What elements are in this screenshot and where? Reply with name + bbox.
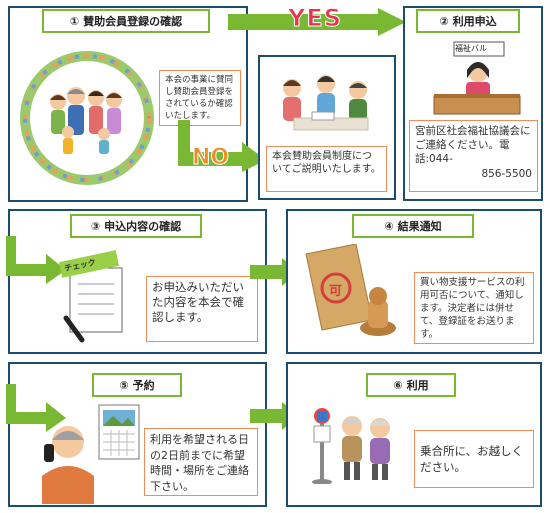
stamp-label: 可 xyxy=(329,284,343,299)
step4-note: 買い物支援サービスの利用可否について、通知します。決定者には併せて、登録証をお送… xyxy=(414,272,534,344)
step5-note: 利用を希望される日の2日前までに希望時間・場所をご連絡下さい。 xyxy=(144,428,258,496)
desk-sign-label: 福祉バル xyxy=(455,44,487,53)
step3-title: ③ 申込内容の確認 xyxy=(70,214,202,238)
step5-title: ⑤ 予約 xyxy=(92,373,182,397)
no-label: NO xyxy=(191,145,230,171)
step2-note-text: 宮前区社会福祉協議会にご連絡ください。電話:044- xyxy=(415,125,531,165)
step2-note: 宮前区社会福祉協議会にご連絡ください。電話:044- 856-5500 xyxy=(409,120,538,192)
step1-title: ① 賛助会員登録の確認 xyxy=(42,9,210,33)
reception-desk-illustration xyxy=(432,40,522,116)
no-result-note: 本会賛助会員制度についてご説明いたします。 xyxy=(266,146,387,192)
yes-label: YES xyxy=(287,4,343,33)
phone-number: 856-5500 xyxy=(481,168,532,180)
step1-note: 本会の事業に賛同し賛助会員登録をされているか確認いたします。 xyxy=(159,70,241,126)
bus-stop-illustration xyxy=(308,406,408,484)
calendar-illustration xyxy=(98,404,140,460)
phone-caller-illustration xyxy=(36,420,102,504)
step3-note: お申込みいただいた内容を本会で確認します。 xyxy=(146,276,258,342)
step2-title: ② 利用申込 xyxy=(416,9,520,33)
envelope-stamp-illustration xyxy=(296,244,406,344)
community-wreath-illustration xyxy=(18,40,156,190)
step6-title: ⑥ 利用 xyxy=(366,373,456,397)
step6-note: 乗合所に、お越しください。 xyxy=(414,430,534,488)
step5-entry-arrow xyxy=(2,384,68,432)
yes-arrow xyxy=(228,8,406,36)
consultation-illustration xyxy=(274,70,380,136)
checklist-illustration xyxy=(56,250,130,346)
step3-entry-arrow xyxy=(2,236,68,284)
step4-title: ④ 結果通知 xyxy=(352,214,474,238)
no-arrow xyxy=(172,120,268,172)
